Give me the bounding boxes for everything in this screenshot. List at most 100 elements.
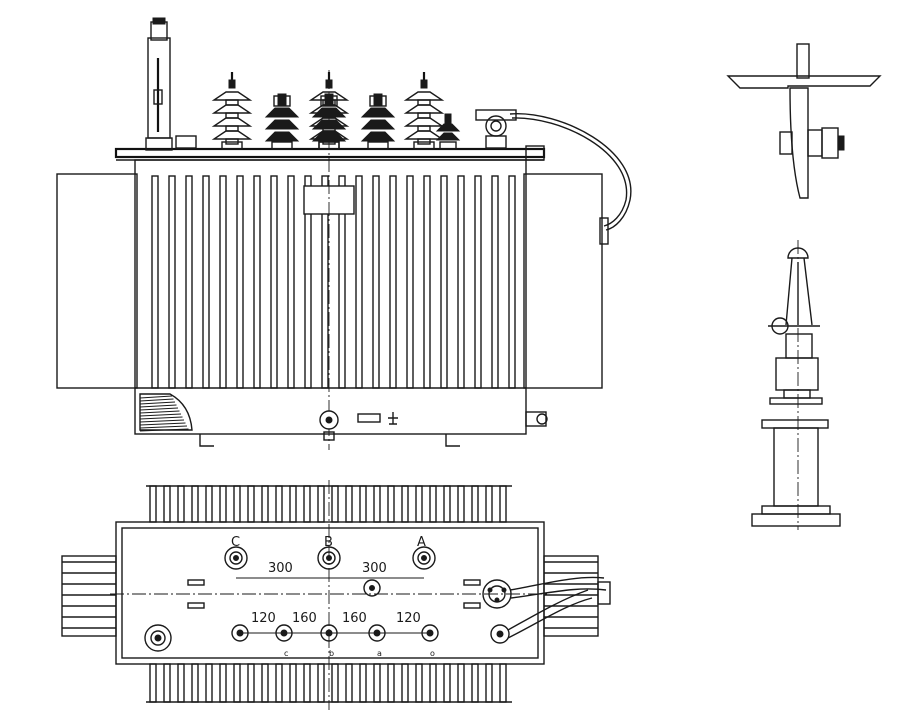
- plan-fin: [163, 485, 171, 523]
- fin: [457, 175, 465, 389]
- fin: [185, 175, 193, 389]
- plan-fin: [303, 663, 311, 703]
- thermometer: [475, 109, 632, 231]
- fin: [253, 175, 261, 389]
- plan-fin: [499, 485, 507, 523]
- plan-fin: [387, 485, 395, 523]
- front-elevation: [56, 17, 632, 450]
- relief-valve: [175, 135, 197, 149]
- plan-fin: [247, 663, 255, 703]
- dim-hv-left: 300: [268, 561, 293, 576]
- plan-fin: [373, 485, 381, 523]
- hv-terminal-b: [317, 546, 341, 570]
- plan-fin: [149, 485, 157, 523]
- fin: [508, 175, 516, 389]
- plan-ground-terminal: [490, 589, 593, 644]
- hv-terminal-a: [412, 546, 436, 570]
- dim-hv-right: 300: [362, 561, 387, 576]
- plan-fin: [275, 663, 283, 703]
- fin: [270, 175, 278, 389]
- plan-fin: [373, 663, 381, 703]
- plan-fin: [457, 485, 465, 523]
- dim-lv-4: 120: [396, 611, 421, 626]
- left-radiator-panel: [56, 173, 138, 389]
- plan-fin: [177, 485, 185, 523]
- plan-fin: [457, 663, 465, 703]
- fin: [474, 175, 482, 389]
- plan-fin: [345, 485, 353, 523]
- plan-fin: [163, 663, 171, 703]
- plan-fin: [485, 485, 493, 523]
- lv-bushing: [360, 93, 396, 150]
- plan-thermometer: [482, 576, 611, 609]
- dim-lv-2: 160: [292, 611, 317, 626]
- label-hv-b: B: [324, 535, 333, 550]
- label-hv-a: A: [417, 535, 426, 550]
- plan-fin: [415, 485, 423, 523]
- plan-fin: [317, 663, 325, 703]
- label-lv-b: b: [329, 649, 334, 658]
- plan-corner-valve: [144, 624, 172, 652]
- hv-bushing: [211, 72, 253, 150]
- hv-terminal-c: [224, 546, 248, 570]
- fin: [406, 175, 414, 389]
- plan-view: C B A 300 300 120 160 160 120: [61, 480, 611, 710]
- plan-fin: [401, 485, 409, 523]
- plan-fin: [261, 663, 269, 703]
- plan-radiator-right: [543, 555, 599, 637]
- fin: [372, 175, 380, 389]
- foot-left: [199, 434, 214, 447]
- earth-plate: [357, 413, 381, 423]
- plan-fin: [471, 485, 479, 523]
- fin: [355, 175, 363, 389]
- plan-fin: [219, 485, 227, 523]
- tank-cover: [114, 147, 546, 159]
- fin: [219, 175, 227, 389]
- right-radiator-panel: [523, 173, 603, 389]
- hv-bushing: [403, 72, 445, 150]
- detail-bushing: [751, 240, 841, 530]
- label-lv-o: o: [430, 649, 435, 658]
- fin: [423, 175, 431, 389]
- plan-fin: [499, 663, 507, 703]
- fin: [287, 175, 295, 389]
- gauge: [599, 217, 609, 245]
- dim-lv-3: 160: [342, 611, 367, 626]
- plan-fin: [345, 663, 353, 703]
- plan-fin: [233, 485, 241, 523]
- dim-lv-1: 120: [251, 611, 276, 626]
- plan-fin: [429, 663, 437, 703]
- label-lv-a: a: [377, 649, 382, 658]
- fin: [491, 175, 499, 389]
- plan-fin: [205, 485, 213, 523]
- plan-fin: [331, 663, 339, 703]
- label-hv-c: C: [231, 535, 240, 550]
- lv-bushing: [311, 93, 347, 150]
- plan-fin: [289, 485, 297, 523]
- plan-fin: [443, 485, 451, 523]
- plan-fins-top: [149, 485, 507, 523]
- plan-fin: [233, 663, 241, 703]
- plan-fin: [205, 663, 213, 703]
- lv-bushings: [264, 93, 461, 150]
- plan-fin: [443, 663, 451, 703]
- breather-pipe: [145, 17, 173, 151]
- plan-fin: [275, 485, 283, 523]
- lv-bushing: [264, 93, 300, 150]
- plan-fins-bottom: [149, 663, 507, 703]
- drain-corner: [139, 393, 193, 431]
- plan-radiator-left: [61, 555, 117, 637]
- plan-fin: [317, 485, 325, 523]
- plan-fin: [471, 663, 479, 703]
- plan-fin: [149, 663, 157, 703]
- foot-right: [445, 434, 460, 447]
- plan-fin: [485, 663, 493, 703]
- plan-fin: [303, 485, 311, 523]
- plan-fin: [247, 485, 255, 523]
- plan-fin: [359, 663, 367, 703]
- label-lv-c: c: [284, 649, 288, 658]
- detail-flange: [726, 43, 882, 199]
- plan-fin: [359, 485, 367, 523]
- neutral-bushing: [435, 113, 461, 150]
